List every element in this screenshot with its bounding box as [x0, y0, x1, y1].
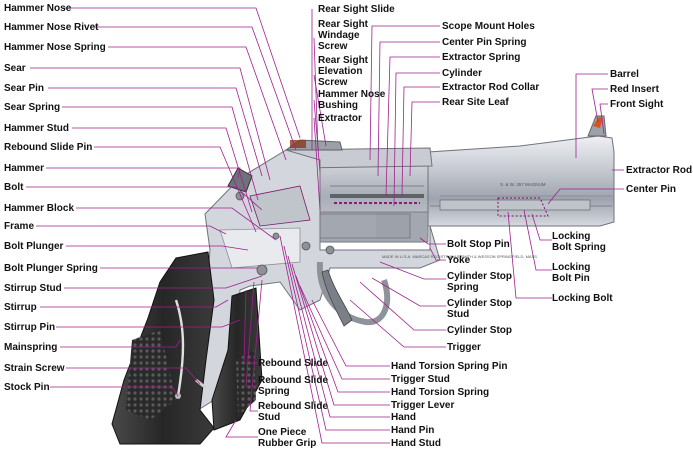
hammer-shape [227, 167, 253, 193]
label-rebound-slide-pin: Rebound Slide Pin [4, 142, 93, 153]
label-trigger-lever: Trigger Lever [391, 400, 455, 411]
label-cylinder-stop-stud: Cylinder Stop Stud [447, 298, 513, 320]
label-rebound-slide-stud: Rebound Slide Stud [258, 401, 328, 423]
trigger-guard-shape [316, 261, 391, 327]
label-hand-stud: Hand Stud [391, 438, 441, 449]
label-locking-bolt: Locking Bolt [552, 293, 613, 304]
label-barrel: Barrel [610, 69, 639, 80]
label-trigger-stud: Trigger Stud [391, 374, 450, 385]
label-locking-bolt-pin: Locking Bolt Pin [552, 262, 591, 284]
front-sight-shape [587, 115, 607, 137]
label-bolt-plunger: Bolt Plunger [4, 241, 64, 252]
extractor-rod-shape [439, 197, 591, 217]
label-rear-sight-windage-screw: Rear Sight Windage Screw [318, 19, 369, 52]
label-locking-bolt-spring: Locking Bolt Spring [552, 231, 606, 253]
label-scope-mount-holes: Scope Mount Holes [442, 21, 535, 32]
barrel-marking: S. & W. 357 MAGNUM [500, 182, 546, 187]
label-sear: Sear [4, 63, 26, 74]
leader-lines [26, 7, 624, 444]
label-hand-torsion-spring-pin: Hand Torsion Spring Pin [391, 361, 508, 372]
label-yoke: Yoke [447, 255, 471, 266]
label-one-piece-rubber-grip: One Piece Rubber Grip [258, 427, 317, 449]
label-rebound-slide-spring: Rebound Slide Spring [258, 375, 328, 397]
label-trigger: Trigger [447, 342, 481, 353]
label-hammer-nose-spring: Hammer Nose Spring [4, 42, 106, 53]
label-cylinder-stop-spring: Cylinder Stop Spring [447, 271, 513, 293]
label-stirrup-pin: Stirrup Pin [4, 322, 56, 333]
label-front-sight: Front Sight [610, 99, 664, 110]
label-bolt: Bolt [4, 182, 24, 193]
label-frame: Frame [4, 221, 35, 232]
label-center-pin-spring: Center Pin Spring [442, 37, 527, 48]
label-hammer-nose: Hammer Nose [4, 3, 72, 14]
grip-shape [111, 251, 263, 445]
label-bolt-plunger-spring: Bolt Plunger Spring [4, 263, 98, 274]
label-stirrup-stud: Stirrup Stud [4, 283, 62, 294]
label-bolt-stop-pin: Bolt Stop Pin [447, 239, 510, 250]
label-sear-pin: Sear Pin [4, 83, 45, 94]
label-hammer-stud: Hammer Stud [4, 123, 70, 134]
label-red-insert: Red Insert [610, 84, 659, 95]
label-hand-pin: Hand Pin [391, 425, 435, 436]
label-stirrup: Stirrup [4, 302, 37, 313]
frame-marking: MADE IN U.S.A. MARCAS REGISTRADAS SMITH … [382, 254, 538, 259]
label-hammer-nose-rivet: Hammer Nose Rivet [4, 22, 99, 33]
label-rear-site-leaf: Rear Site Leaf [442, 97, 509, 108]
label-hand-torsion-spring: Hand Torsion Spring [391, 387, 490, 398]
label-strain-screw: Strain Screw [4, 363, 65, 374]
label-mainspring: Mainspring [4, 342, 58, 353]
label-stock-pin: Stock Pin [4, 382, 50, 393]
label-sear-spring: Sear Spring [4, 102, 61, 113]
label-center-pin: Center Pin [626, 184, 677, 195]
label-rebound-slide: Rebound Slide [258, 358, 328, 369]
label-extractor-rod: Extractor Rod [626, 165, 693, 176]
label-extractor-spring: Extractor Spring [442, 52, 521, 63]
label-hammer: Hammer [4, 163, 45, 174]
frame-top-shape [284, 139, 433, 169]
label-cylinder-stop: Cylinder Stop [447, 325, 513, 336]
label-rear-sight-elevation-screw: Rear Sight Elevation Screw [318, 55, 369, 88]
label-hammer-block: Hammer Block [4, 203, 75, 214]
barrel-shape [424, 135, 615, 227]
label-extractor: Extractor [318, 113, 362, 124]
label-hand: Hand [391, 412, 416, 423]
label-hammer-nose-bushing: Hammer Nose Bushing [318, 89, 386, 111]
label-rear-sight-slide: Rear Sight Slide [318, 4, 395, 15]
label-cylinder: Cylinder [442, 68, 483, 79]
label-extractor-rod-collar: Extractor Rod Collar [442, 82, 540, 93]
